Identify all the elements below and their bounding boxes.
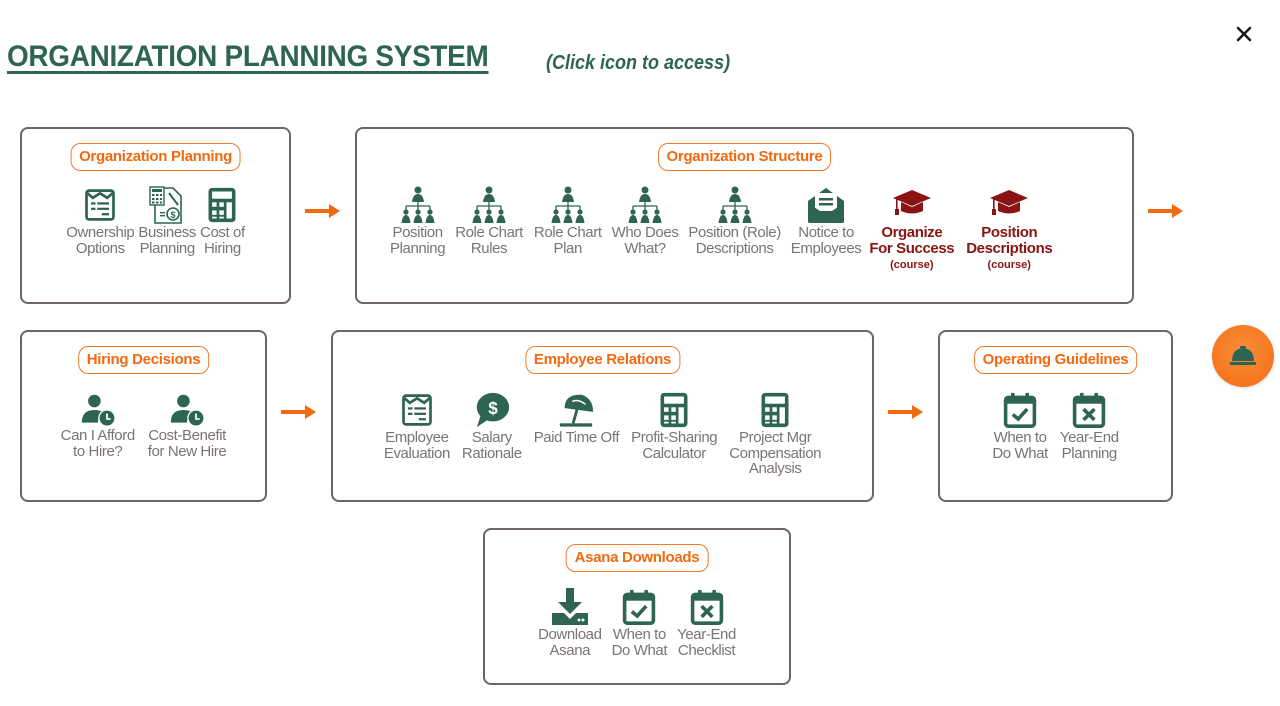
flow-arrow-icon: [888, 405, 923, 419]
item-label: Ownership Options: [66, 224, 135, 257]
item-can-i-afford-to-hire[interactable]: Can I Afford to Hire?: [61, 392, 135, 459]
item-project-mgr-compensation[interactable]: Project Mgr Compensation Analysis: [729, 390, 822, 477]
calendar-x-icon: [1071, 391, 1107, 429]
item-label: Position Descriptions: [966, 224, 1053, 257]
item-paid-time-off[interactable]: Paid Time Off: [534, 390, 619, 477]
item-role-chart-rules[interactable]: Role Chart Rules: [455, 185, 523, 271]
item-profit-sharing-calculator[interactable]: Profit-Sharing Calculator: [631, 390, 718, 477]
item-label: Can I Afford to Hire?: [60, 427, 136, 460]
flow-arrow-icon: [281, 405, 316, 419]
calculator-icon: [656, 391, 692, 429]
panel-operating-guidelines: Operating Guidelines When to Do What Yea…: [938, 330, 1173, 502]
document-list-icon: [82, 187, 118, 223]
panel-title: Organization Planning: [70, 143, 241, 171]
item-business-planning[interactable]: Business Planning: [138, 185, 196, 256]
item-notice-to-employees[interactable]: Notice to Employees: [791, 185, 862, 271]
panel-hiring-decisions: Hiring Decisions Can I Afford to Hire? C…: [20, 330, 267, 502]
hard-hat-icon: [1230, 346, 1256, 365]
item-label: Organize For Success: [869, 224, 955, 257]
item-label: When to Do What: [611, 626, 668, 659]
download-icon: [550, 587, 590, 627]
item-when-to-do-what[interactable]: When to Do What: [992, 390, 1048, 461]
item-label: Year-End Planning: [1059, 429, 1119, 462]
item-year-end-planning[interactable]: Year-End Planning: [1060, 390, 1119, 461]
item-cost-of-hiring[interactable]: Cost of Hiring: [200, 185, 245, 256]
item-label: Role Chart Plan: [533, 224, 602, 257]
org-chart-icon: [469, 185, 509, 225]
graduation-cap-icon: [892, 185, 932, 225]
calculator-icon: [204, 186, 240, 224]
item-label: Who Does What?: [611, 224, 679, 257]
close-icon: [1236, 26, 1252, 42]
panel-organization-planning: Organization Planning Ownership Options …: [20, 127, 291, 304]
graduation-cap-icon: [989, 185, 1029, 225]
user-clock-icon: [78, 392, 118, 428]
org-chart-icon: [625, 185, 665, 225]
page-title: ORGANIZATION PLANNING SYSTEM: [7, 40, 489, 73]
item-position-descriptions-course[interactable]: Position Descriptions (course): [966, 185, 1053, 271]
dollar-speech-bubble-icon: [472, 391, 512, 429]
document-list-icon: [399, 392, 435, 428]
item-label: Cost-Benefit for New Hire: [147, 427, 227, 460]
panel-title: Organization Structure: [657, 143, 832, 171]
item-label: Position (Role) Descriptions: [688, 224, 781, 257]
item-label: Business Planning: [138, 224, 197, 257]
flow-arrow-icon: [1148, 204, 1183, 218]
item-cost-benefit-new-hire[interactable]: Cost-Benefit for New Hire: [148, 392, 227, 459]
item-label: Year-End Checklist: [677, 626, 736, 659]
item-label: Employee Evaluation: [383, 429, 450, 462]
item-label: Project Mgr Compensation Analysis: [729, 429, 822, 477]
item-sublabel: (course): [987, 259, 1031, 271]
item-label: Paid Time Off: [533, 429, 620, 446]
item-label: Cost of Hiring: [200, 224, 245, 257]
org-chart-icon: [548, 185, 588, 225]
flow-arrow-icon: [305, 204, 340, 218]
item-label: Notice to Employees: [790, 224, 862, 257]
item-when-to-do-what-asana[interactable]: When to Do What: [612, 587, 668, 658]
item-download-asana[interactable]: Download Asana: [538, 587, 602, 658]
calendar-x-icon: [689, 588, 725, 626]
item-position-planning[interactable]: Position Planning: [390, 185, 446, 271]
item-employee-evaluation[interactable]: Employee Evaluation: [384, 390, 450, 477]
item-year-end-checklist[interactable]: Year-End Checklist: [677, 587, 736, 658]
item-organize-for-success-course[interactable]: Organize For Success (course): [869, 185, 955, 271]
open-envelope-icon: [806, 185, 846, 225]
item-label: Salary Rationale: [461, 429, 522, 462]
item-label: When to Do What: [992, 429, 1048, 462]
item-label: Profit-Sharing Calculator: [631, 429, 718, 462]
panel-employee-relations: Employee Relations Employee Evaluation S…: [331, 330, 874, 502]
item-role-chart-plan[interactable]: Role Chart Plan: [534, 185, 602, 271]
org-chart-icon: [715, 185, 755, 225]
item-ownership-options[interactable]: Ownership Options: [66, 185, 135, 257]
panel-organization-structure: Organization Structure Position Planning…: [355, 127, 1134, 304]
beach-umbrella-icon: [556, 391, 596, 429]
business-plan-icon: [147, 185, 187, 225]
panel-title: Hiring Decisions: [77, 346, 210, 374]
org-chart-icon: [398, 185, 438, 225]
panel-title: Employee Relations: [524, 346, 681, 374]
calendar-check-icon: [621, 588, 657, 626]
panel-asana-downloads: Asana Downloads Download Asana When to D…: [483, 528, 791, 685]
calculator-icon: [757, 391, 793, 429]
calendar-check-icon: [1002, 391, 1038, 429]
item-salary-rationale[interactable]: Salary Rationale: [462, 390, 522, 477]
close-button[interactable]: [1233, 23, 1255, 45]
panel-title: Asana Downloads: [565, 544, 709, 572]
item-label: Download Asana: [538, 626, 602, 659]
item-sublabel: (course): [890, 259, 934, 271]
user-clock-icon: [167, 392, 207, 428]
item-position-role-descriptions[interactable]: Position (Role) Descriptions: [688, 185, 781, 271]
help-fab-button[interactable]: [1212, 325, 1274, 387]
item-who-does-what[interactable]: Who Does What?: [612, 185, 679, 271]
item-label: Role Chart Rules: [455, 224, 523, 257]
item-label: Position Planning: [390, 224, 446, 257]
panel-title: Operating Guidelines: [973, 346, 1138, 374]
page-subtitle: (Click icon to access): [546, 52, 731, 74]
